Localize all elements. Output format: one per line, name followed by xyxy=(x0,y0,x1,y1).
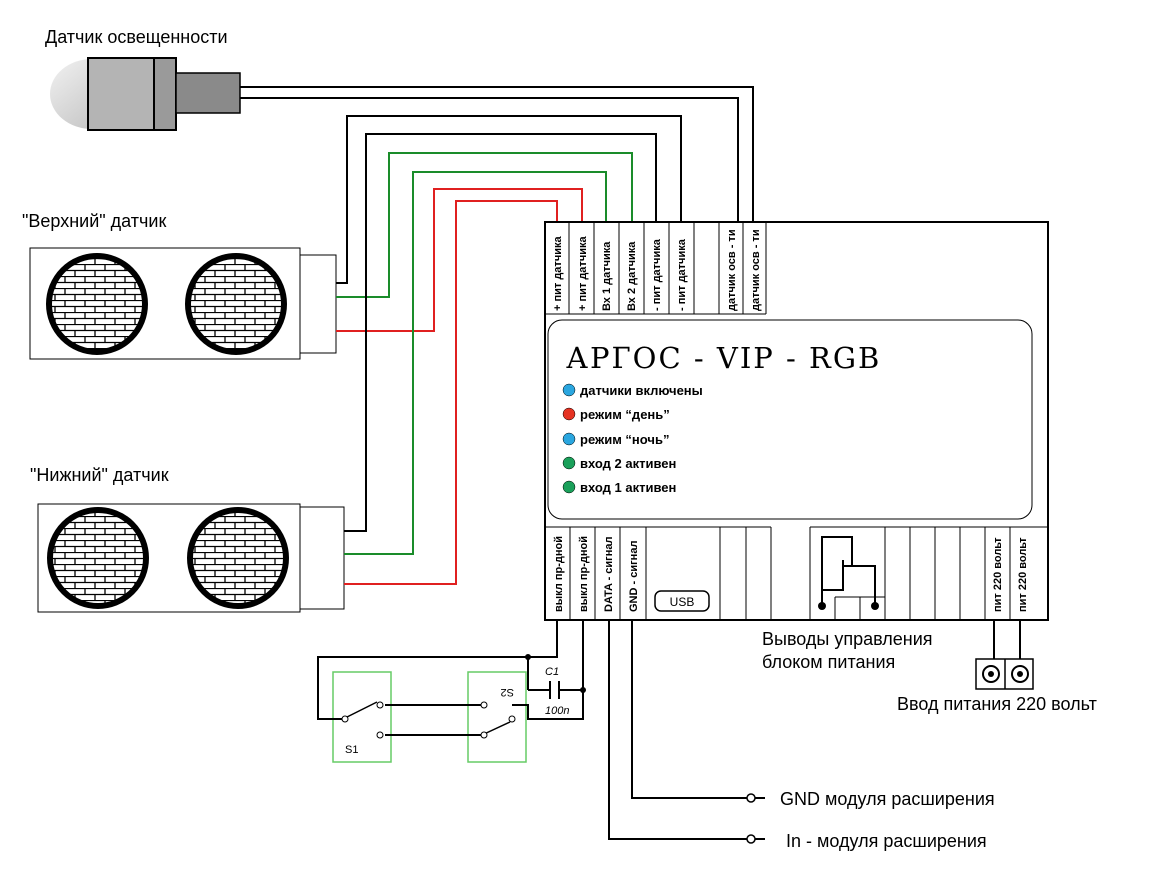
capacitor-value: 100n xyxy=(545,705,569,717)
sensor-wires xyxy=(240,86,754,585)
switch-s1-label: S1 xyxy=(345,744,358,756)
led-indicators: датчики включены режим “день” режим “ноч… xyxy=(562,383,703,495)
upper-sensor xyxy=(29,247,337,360)
led-label: датчики включены xyxy=(580,383,703,398)
led-label: вход 1 активен xyxy=(580,480,676,495)
led-dot xyxy=(562,432,576,446)
in-module-label: In - модуля расширения xyxy=(786,831,987,851)
terminal-label: Вх 2 датчика xyxy=(626,241,638,311)
capacitor-name: C1 xyxy=(545,666,559,678)
terminal-label: - пит датчика xyxy=(676,238,688,311)
led-dot xyxy=(562,456,576,470)
led-dot xyxy=(562,407,576,421)
terminal-label: датчик осв - ти xyxy=(750,229,762,311)
in-module-terminal-icon xyxy=(746,834,756,844)
light-sensor-label: Датчик освещенности xyxy=(45,27,228,47)
usb-label: USB xyxy=(670,595,695,609)
terminal-label: - пит датчика xyxy=(651,238,663,311)
gnd-module-terminal-icon xyxy=(746,793,756,803)
terminal-label: + пит датчика xyxy=(552,236,564,311)
led-label: режим “день” xyxy=(580,407,670,422)
terminal-label: пит 220 вольт xyxy=(992,537,1004,612)
lower-sensor-label: "Нижний" датчик xyxy=(30,465,169,485)
light-sensor xyxy=(50,57,241,131)
terminal-label: выкл пр-дной xyxy=(553,536,565,612)
expansion-wires xyxy=(608,620,765,840)
controller-box xyxy=(544,221,1049,621)
usb-port: USB xyxy=(654,590,710,612)
terminal-label: Вх 1 датчика xyxy=(601,241,613,311)
led-label: режим “ночь” xyxy=(580,432,669,447)
controller-title: АРГОС - VIP - RGB xyxy=(566,341,881,375)
power-input-label: Ввод питания 220 вольт xyxy=(897,694,1097,714)
led-dot xyxy=(562,383,576,397)
terminal-label: датчик осв - ти xyxy=(726,229,738,311)
terminal-label: GND - сигнал xyxy=(628,541,640,612)
upper-sensor-label: "Верхний" датчик xyxy=(22,211,166,231)
lower-sensor xyxy=(37,503,345,613)
gnd-module-label: GND модуля расширения xyxy=(780,789,995,809)
switch-circuit xyxy=(317,620,586,763)
terminal-label: пит 220 вольт xyxy=(1017,537,1029,612)
terminal-label: + пит датчика xyxy=(577,236,589,311)
bottom-terminal-labels: выкл пр-дной выкл пр-дной DATA - сигнал … xyxy=(553,536,1029,612)
led-dot xyxy=(562,480,576,494)
led-label: вход 2 активен xyxy=(580,456,676,471)
power-control-label: Выводы управления xyxy=(762,629,933,649)
terminal-label: выкл пр-дной xyxy=(578,536,590,612)
switch-s2-label: S2 xyxy=(501,686,514,698)
power-control-label-2: блоком питания xyxy=(762,652,895,672)
power-input-terminal xyxy=(975,620,1034,690)
terminal-label: DATA - сигнал xyxy=(603,536,615,612)
top-terminal-labels: + пит датчика + пит датчика Вх 1 датчика… xyxy=(552,229,762,311)
